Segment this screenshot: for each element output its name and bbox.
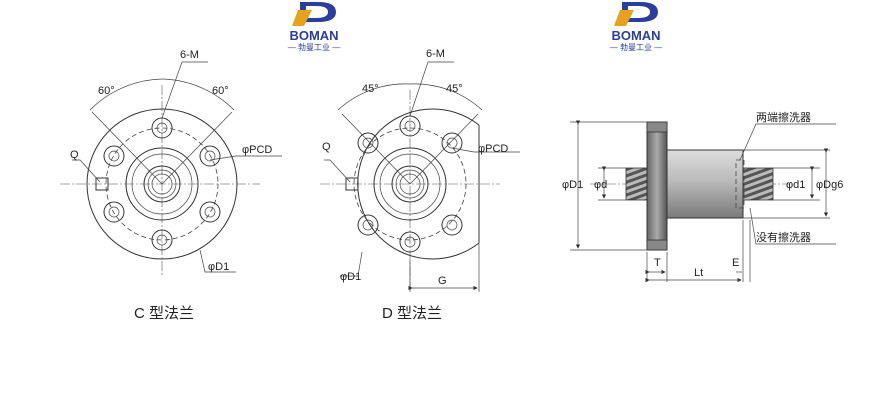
side-label-dg6: φDg6 xyxy=(816,179,843,191)
boman-logo-mark-icon xyxy=(292,2,336,26)
side-view-drawing: 两端擦洗器 没有擦洗器 φD1 φd φd1 φDg6 T Lt E xyxy=(562,110,843,283)
side-label-lt: Lt xyxy=(694,267,703,279)
label-no-wiper: 没有擦洗器 xyxy=(756,230,811,244)
logo-subtitle-text: — 勃曼工业 — xyxy=(610,42,662,52)
d-label-q: Q xyxy=(322,141,331,153)
c-flange-drawing: 6-M 60° 60° Q φPCD φD1 xyxy=(60,49,282,275)
d-label-6m: 6-M xyxy=(426,48,445,60)
side-label-t: T xyxy=(654,257,661,269)
d-flange-caption: D 型法兰 xyxy=(382,305,442,322)
c-label-d1: φD1 xyxy=(208,261,229,273)
c-label-6m: 6-M xyxy=(180,49,199,61)
logo-right: BOMAN — 勃曼工业 — xyxy=(610,2,662,52)
d-label-45-right: 45° xyxy=(446,83,463,95)
side-label-d1-small: φd1 xyxy=(786,179,805,191)
c-label-60-right: 60° xyxy=(212,85,229,97)
c-label-q: Q xyxy=(70,149,79,161)
c-flange-caption: C 型法兰 xyxy=(134,305,194,322)
d-label-pcd: φPCD xyxy=(478,143,508,155)
side-label-d1: φD1 xyxy=(562,179,583,191)
boman-logo-mark-icon xyxy=(614,2,658,26)
c-label-pcd: φPCD xyxy=(242,144,272,156)
d-flange-drawing: 6-M 45° 45° Q φPCD φD1 G xyxy=(320,48,520,292)
side-label-d: φd xyxy=(594,179,607,191)
logo-brand-text: BOMAN xyxy=(611,28,660,43)
logo-brand-text: BOMAN xyxy=(289,28,338,43)
logo-left: BOMAN — 勃曼工业 — xyxy=(288,2,340,52)
side-label-e: E xyxy=(732,257,739,269)
d-label-d1: φD1 xyxy=(340,271,361,283)
c-label-60-left: 60° xyxy=(98,85,115,97)
d-label-45-left: 45° xyxy=(362,83,379,95)
label-wipers-both-ends: 两端擦洗器 xyxy=(756,110,811,124)
d-label-g: G xyxy=(438,275,447,287)
logo-subtitle-text: — 勃曼工业 — xyxy=(288,42,340,52)
